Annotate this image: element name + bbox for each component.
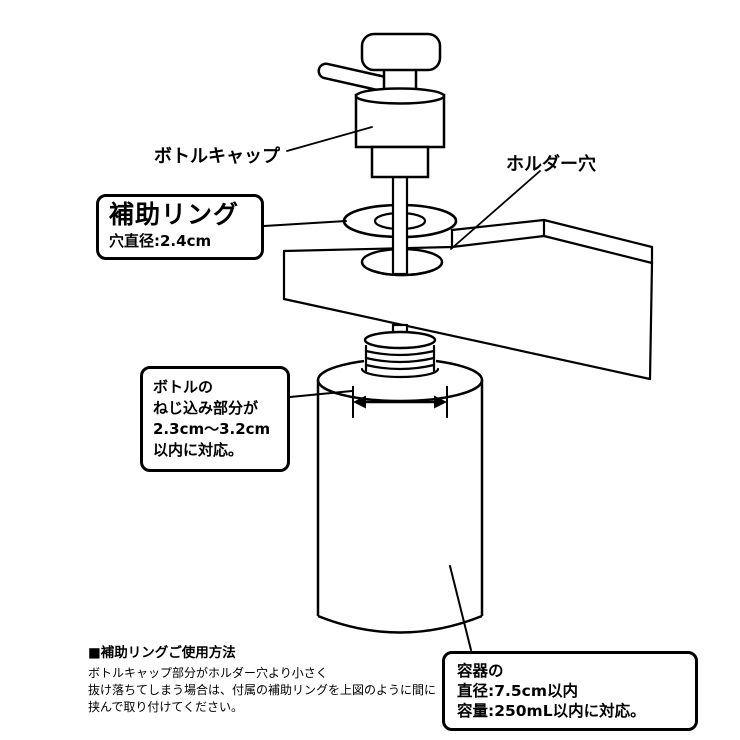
bottle-cap-label: ボトルキャップ <box>154 146 280 167</box>
holder-hole-label: ホルダー穴 <box>506 154 596 175</box>
counter-surface <box>282 218 654 381</box>
screw-box-leader <box>289 390 353 398</box>
bottle-cap-top <box>354 87 446 105</box>
screw-size-callout: ボトルの ねじ込み部分が 2.3cm〜3.2cm 以内に対応。 <box>140 366 290 472</box>
bottle-neck-threads <box>360 330 440 379</box>
holder-hole-leader <box>450 170 541 250</box>
usage-note-line: 抜け落ちてしまう場合は、付属の補助リングを上図のように間に <box>88 683 437 697</box>
screw-size-line: 以内に対応。 <box>153 441 244 459</box>
screw-size-line: ねじ込み部分が <box>153 399 259 417</box>
pump-head <box>317 32 446 179</box>
pump-tube <box>360 175 444 277</box>
container-size-line: 容器の <box>457 662 504 680</box>
width-arrow <box>352 386 448 418</box>
usage-note: ボトルキャップ部分がホルダー穴より小さく 抜け落ちてしまう場合は、付属の補助リン… <box>88 665 436 716</box>
screw-size-line: ボトルの <box>153 378 214 396</box>
usage-note-line: 挟んで取り付けてください。 <box>88 700 244 714</box>
pump-collar <box>370 145 430 179</box>
screw-size-line: 2.3cm〜3.2cm <box>153 420 271 438</box>
ring-box-leader <box>263 220 347 227</box>
container-size-line: 直径:7.5cm以内 <box>457 682 578 700</box>
leader-lines <box>263 126 541 651</box>
bottle-cap-leader <box>286 126 373 152</box>
usage-heading: ■補助リングご使用方法 <box>88 645 236 661</box>
container-size-callout: 容器の 直径:7.5cm以内 容量:250mL以内に対応。 <box>442 651 698 731</box>
container-size-line: 容量:250mL以内に対応。 <box>457 702 646 720</box>
auxiliary-ring-callout: 補助リング 穴直径:2.4cm <box>96 194 264 260</box>
pump-spout <box>317 62 397 94</box>
pump-knob <box>360 32 442 72</box>
auxiliary-ring-note: 穴直径:2.4cm <box>109 232 212 250</box>
container-box-leader <box>449 565 472 651</box>
auxiliary-ring-title: 補助リング <box>109 200 240 229</box>
usage-note-line: ボトルキャップ部分がホルダー穴より小さく <box>88 666 328 680</box>
bottle-graphic <box>316 357 484 634</box>
